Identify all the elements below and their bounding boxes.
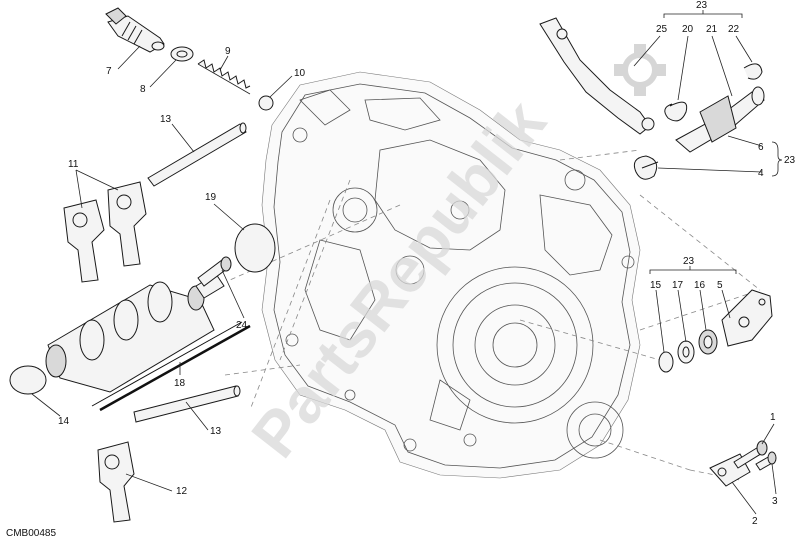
callout-labels: 1 2 3 4 5 6 7 8 9 10 11 12 13 13 14 15 1… [58,0,796,527]
shift-fork-part-12 [97,441,135,523]
callout-2: 2 [752,516,758,527]
gearshift-lever-part-25 [539,17,655,135]
callout-1: 1 [770,412,776,423]
callout-15: 15 [650,280,662,291]
selector-shaft-part-21 [675,86,765,153]
callout-20: 20 [682,24,694,35]
callout-8: 8 [140,84,146,95]
callout-18: 18 [174,378,186,389]
callout-10: 10 [294,68,306,79]
spring-part-9 [197,59,251,95]
o-ring-part-14 [9,365,47,395]
callout-23-right: 23 [784,155,796,166]
bolt-part-24 [197,256,232,287]
callout-4: 4 [758,168,764,179]
callout-16: 16 [694,280,706,291]
callout-17: 17 [672,280,684,291]
callout-19: 19 [205,192,217,203]
callout-24: 24 [236,320,248,331]
callout-22: 22 [728,24,740,35]
callout-6: 6 [758,142,764,153]
selector-drum [45,273,225,393]
washer-part-8 [170,46,194,62]
fork-shaft-part-13-lower [133,385,241,423]
return-spring-part-4 [633,155,659,180]
callout-14: 14 [58,416,70,427]
callout-21: 21 [706,24,718,35]
bolt-part-3 [755,451,777,471]
shift-fork-part-11-right [107,181,147,267]
shift-fork-part-11-left [63,199,105,283]
plate-part-5 [721,289,773,347]
callout-3: 3 [772,496,778,507]
callout-13-upper: 13 [160,114,172,125]
washer-part-15 [658,351,674,373]
callout-11: 11 [68,159,79,170]
callout-13-lower: 13 [210,426,222,437]
bracket-part-18 [91,321,251,412]
drawing-code: CMB00485 [6,528,56,539]
washer-part-17 [677,340,695,364]
leader-lines [31,10,783,515]
ball-part-10 [258,95,274,111]
spring-part-20 [664,101,688,122]
bush-part-16 [698,329,718,355]
callout-12: 12 [176,486,188,497]
callout-23-mid: 23 [683,256,695,267]
crankcase-half [261,71,641,479]
callout-23-top: 23 [696,0,708,11]
callout-9: 9 [225,46,231,57]
watermark-gear-icon [614,44,666,96]
detent-plunger-part-7 [105,7,165,53]
o-ring-part-19 [234,223,276,273]
callout-7: 7 [106,66,112,77]
callout-5: 5 [717,280,723,291]
circlip-part-22 [743,63,763,80]
callout-25: 25 [656,24,668,35]
fork-shaft-part-13-upper [147,122,247,187]
bolt-part-1 [733,440,768,469]
